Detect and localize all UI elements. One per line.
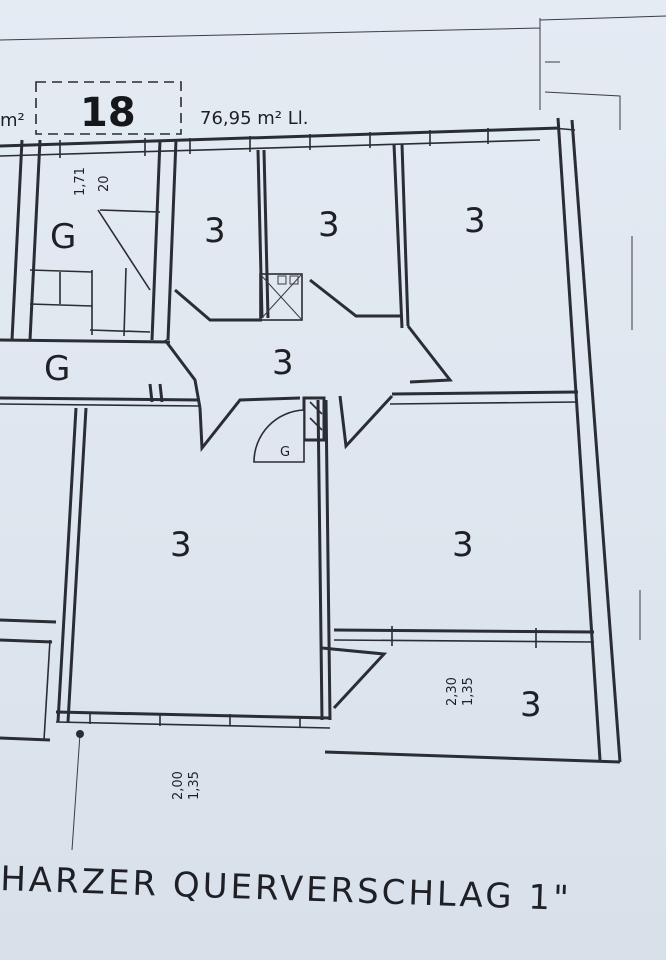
- right-outer-wall: [556, 117, 602, 761]
- shaft: [259, 273, 303, 321]
- apartment-area: 76,95 m² Ll.: [200, 108, 308, 129]
- living-bottom-wall: [55, 710, 331, 720]
- window-dim-bottom-1: 2,00: [171, 771, 186, 800]
- g-corridor-bottom: [0, 396, 201, 402]
- street-name: HARZER QUERVERSCHLAG 1": [0, 859, 572, 919]
- pointer-line: [71, 733, 81, 851]
- wall-room1-room2: [256, 149, 270, 319]
- wall-room2-room3: [392, 143, 410, 329]
- shaft-vent-1: [277, 275, 287, 285]
- area-left-suffix: m²: [0, 110, 25, 131]
- hall-left: [163, 339, 202, 409]
- top-window-marks: [59, 128, 489, 158]
- room3-bottom: [391, 390, 579, 396]
- living-left-wall: [56, 407, 88, 723]
- stair-dim-1: 1,71: [73, 167, 88, 196]
- bottom-wall-right: [324, 750, 621, 764]
- dimension-lines: [0, 15, 666, 130]
- room-hall: 3: [272, 343, 294, 383]
- window-dim-right-1: 2,30: [445, 677, 460, 706]
- hall-door-left: [198, 396, 301, 453]
- stair-steps: [29, 269, 93, 307]
- pointer-dot: [76, 730, 84, 738]
- stair-wall-left: [10, 139, 42, 341]
- g-corridor-top: [0, 338, 171, 344]
- top-wall-inner: [0, 139, 541, 157]
- corner-tick: [552, 127, 576, 131]
- right-outer-wall-2: [570, 119, 622, 763]
- shaft-cross: [259, 273, 303, 321]
- room3-door: [406, 325, 453, 384]
- dimension-ticks: [631, 236, 641, 640]
- left-neighbour-wall: [0, 618, 57, 644]
- right-window-marks: [391, 626, 537, 648]
- hall-door-right: [338, 394, 394, 450]
- unit-number: 18: [80, 90, 136, 136]
- room-balcony: 3: [520, 685, 542, 725]
- chimney-vents: [309, 401, 323, 431]
- right-room-bottom: [333, 628, 595, 634]
- door-swing: [253, 409, 305, 463]
- room3-bottom-2: [389, 401, 579, 405]
- door-label: G: [280, 445, 290, 460]
- room-top-1: 3: [204, 211, 226, 251]
- stair-lines: [89, 209, 161, 337]
- room-living: 3: [170, 525, 192, 565]
- stair-dim-2: 20: [97, 175, 112, 192]
- g-corridor-bottom-2: [0, 403, 201, 407]
- living-window-marks: [89, 712, 301, 728]
- window-dim-bottom-2: 1,35: [187, 771, 202, 800]
- g-door-jamb: [148, 383, 164, 403]
- bottom-wall-left: [0, 736, 51, 742]
- room2-bottom: [309, 278, 402, 318]
- shaft-vent-2: [289, 275, 299, 285]
- room-g-upper: G: [50, 217, 76, 257]
- left-neighbour-vertical: [43, 639, 51, 741]
- room-top-2: 3: [318, 205, 340, 245]
- room-g-lower: G: [44, 349, 70, 389]
- chimney: [302, 396, 326, 442]
- right-room-bottom-2: [333, 639, 595, 643]
- room1-bottom: [174, 288, 262, 322]
- unit-number-box: [35, 81, 182, 135]
- top-wall: [0, 126, 561, 148]
- living-right-wall: [316, 399, 332, 721]
- window-dim-right-2: 1,35: [461, 677, 476, 706]
- balcony-door: [321, 646, 388, 710]
- room-top-3: 3: [464, 201, 486, 241]
- stair-wall-right: [150, 139, 178, 341]
- room-right: 3: [452, 525, 474, 565]
- living-bottom-wall-2: [55, 721, 331, 729]
